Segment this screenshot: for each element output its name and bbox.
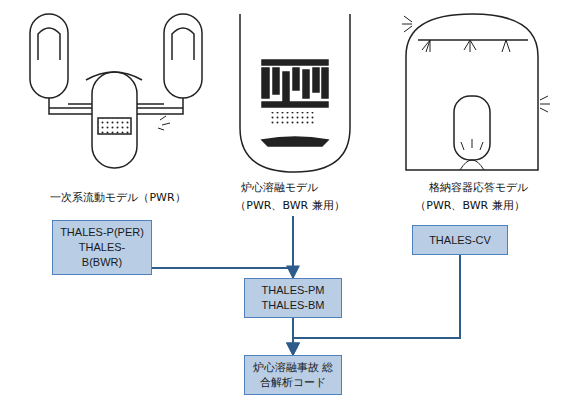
box-text: THALES-PM THALES-BM: [251, 283, 335, 313]
lead-line: [292, 216, 294, 268]
process-box: 炉心溶融事故 総合解析コード: [244, 355, 342, 395]
process-box: THALES-P(PER) THALES-B(BWR): [52, 220, 152, 275]
caption-label: 格納容器応答モデル: [428, 180, 529, 195]
core-melt-vessel: [240, 14, 350, 172]
pwr-primary-system: [30, 14, 202, 168]
process-box: THALES-CV: [412, 225, 508, 255]
box-text: THALES-P(PER) THALES-B(BWR): [59, 225, 145, 270]
box-text: 炉心溶融事故 総合解析コード: [251, 360, 335, 390]
caption-label: （PWR、BWR 兼用）: [414, 198, 525, 213]
containment-vessel: [402, 14, 550, 170]
caption-label: 炉心溶融モデル: [240, 180, 319, 195]
caption-label: （PWR、BWR 兼用）: [234, 198, 345, 213]
box-text: THALES-CV: [429, 233, 491, 248]
process-box: THALES-PM THALES-BM: [244, 278, 342, 318]
spacer: [460, 216, 461, 225]
caption-label: 一次系流動モデル（PWR）: [49, 190, 186, 205]
